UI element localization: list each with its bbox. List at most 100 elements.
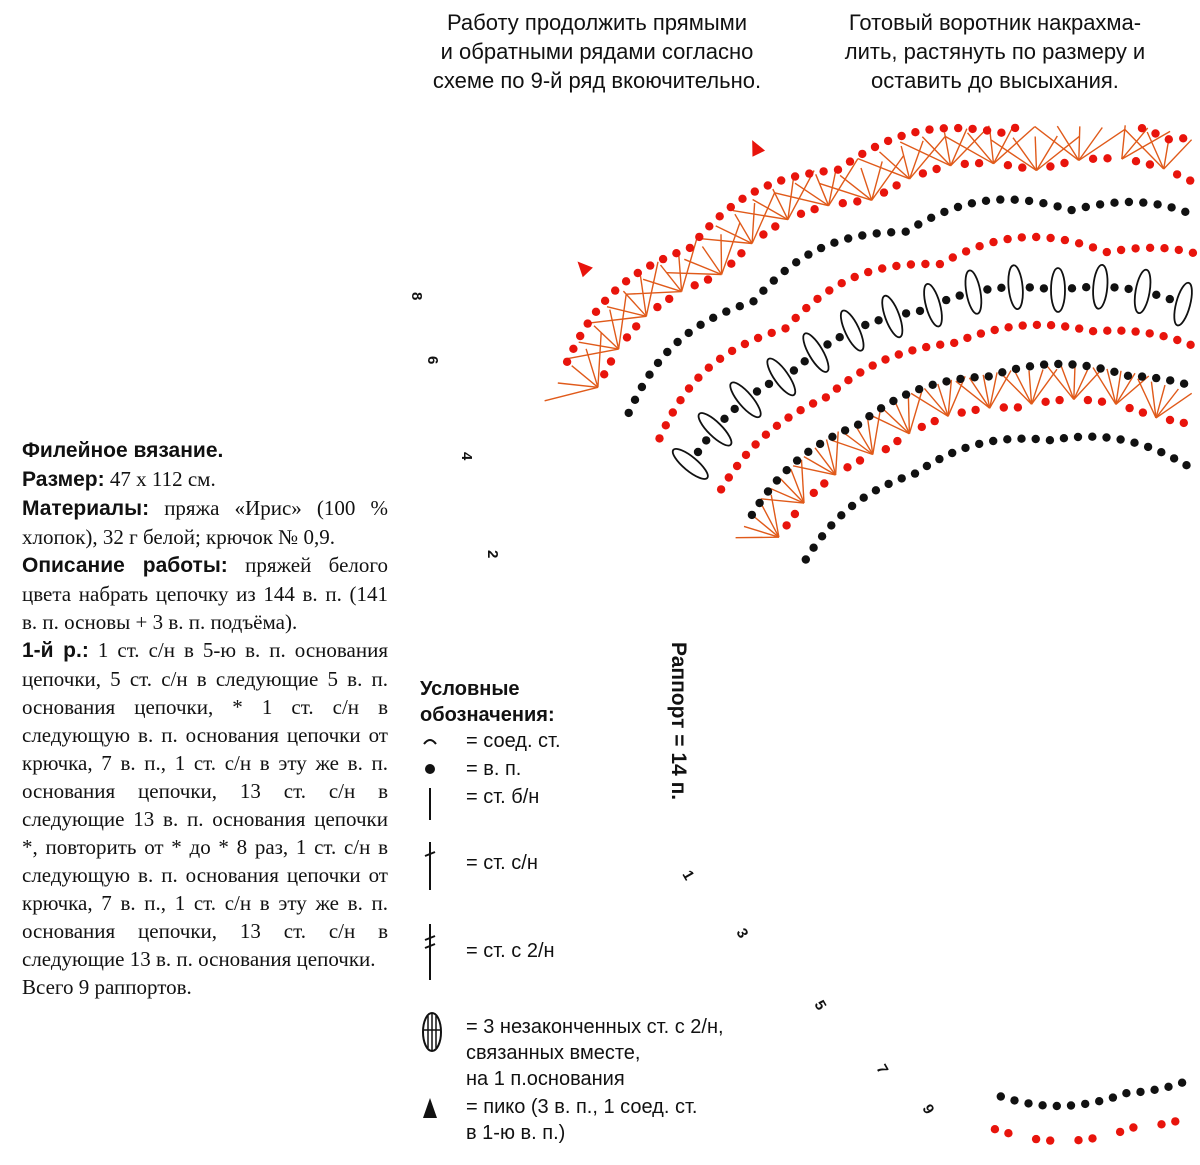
fan-stitch-line — [854, 424, 874, 455]
chain-stitch-dot — [910, 469, 920, 478]
chain-stitch-dot — [971, 405, 980, 415]
chain-stitch-dot — [927, 213, 936, 222]
treble-crochet-icon — [424, 924, 436, 980]
chain-stitch-dot — [791, 313, 800, 323]
chain-stitch-dot — [1131, 327, 1140, 336]
note-line: Готовый воротник накрахма- — [848, 10, 1142, 35]
chain-stitch-dot — [753, 333, 763, 343]
fan-stitch-line — [1012, 137, 1038, 171]
chain-stitch-dot — [1136, 1087, 1145, 1097]
chain-stitch-dot — [1129, 1123, 1138, 1132]
chain-stitch-dot — [975, 439, 984, 449]
chain-stitch-dot — [825, 286, 834, 295]
fan-stitch-line — [803, 455, 836, 476]
fan-stitch-line — [677, 251, 683, 292]
chain-stitch-dot — [759, 230, 768, 239]
chain-dot-icon — [425, 764, 435, 774]
fan-stitch-line — [908, 391, 923, 434]
chain-stitch-dot — [1003, 234, 1012, 244]
rapport-text: Раппорт = 14 п. — [667, 642, 690, 800]
chain-stitch-dot — [752, 387, 762, 396]
chain-stitch-dot — [772, 476, 782, 485]
chain-stitch-dot — [960, 159, 969, 169]
chain-stitch-dot — [1116, 435, 1125, 444]
fan-stitch-line — [639, 276, 647, 317]
materials-value: пряжа «Ирис» (100 % хлопок), 32 г белой;… — [22, 496, 388, 549]
chain-stitch-dot — [1152, 290, 1161, 299]
chain-stitch-dot — [935, 454, 944, 464]
fan-stitch-line — [899, 141, 951, 167]
chain-stitch-dot — [804, 447, 813, 456]
fan-stitch-line — [827, 165, 838, 206]
chain-stitch-dot — [961, 247, 971, 256]
row-number-label: 8 — [408, 292, 425, 300]
chain-stitch-dot — [1013, 403, 1023, 412]
fan-stitch-line — [1150, 381, 1157, 418]
chain-stitch-dot — [784, 413, 793, 422]
fan-stitch-line — [563, 348, 619, 360]
chain-stitch-dot — [833, 165, 843, 174]
chain-stitch-dot — [1124, 284, 1133, 294]
chain-stitch-dot — [865, 412, 874, 421]
cluster-stitch — [671, 447, 709, 480]
chain-stitch-dot — [998, 368, 1007, 377]
chain-stitch-dot — [1088, 243, 1098, 252]
chain-stitch-dot — [1046, 233, 1055, 243]
cluster-stitch — [697, 412, 733, 447]
picot-mark — [577, 261, 593, 278]
chain-stitch-dot — [732, 461, 742, 471]
chain-stitch-dot — [915, 306, 925, 316]
chain-stitch-dot — [850, 272, 859, 282]
chain-stitch-dot — [1088, 1134, 1097, 1143]
chain-stitch-dot — [1066, 1101, 1076, 1110]
chain-stitch-dot — [1010, 123, 1020, 133]
chain-stitch-dot — [1032, 232, 1041, 242]
chain-stitch-dot — [821, 393, 831, 402]
chain-stitch-dot — [1145, 243, 1155, 252]
row-number-label: 6 — [424, 356, 441, 364]
chain-stitch-dot — [715, 212, 724, 221]
chain-stitch-dot — [956, 374, 965, 384]
fan-stitch-line — [908, 140, 924, 180]
fan-stitch-line — [871, 155, 905, 201]
fan-stitch-line — [794, 182, 829, 207]
fan-stitch-line — [787, 170, 815, 220]
cluster-stitch — [802, 332, 830, 373]
chain-stitch-dot — [763, 181, 772, 190]
chain-stitch-dot — [694, 373, 703, 382]
fan-stitch-line — [1078, 127, 1103, 161]
chain-stitch-dot — [922, 461, 932, 471]
chain-stitch-dot — [633, 268, 642, 278]
fan-stitch-line — [1034, 136, 1038, 171]
fan-stitch-line — [937, 383, 949, 417]
chain-stitch-dot — [1054, 359, 1063, 369]
chain-stitch-dot — [1082, 361, 1091, 371]
chain-stitch-dot — [782, 521, 791, 530]
chain-stitch-dot — [673, 337, 682, 347]
chain-stitch-dot — [750, 187, 759, 196]
fan-stitch-line — [1035, 135, 1058, 171]
chain-stitch-dot — [1110, 198, 1119, 207]
chain-stitch-dot — [789, 366, 799, 375]
chain-stitch-dot — [950, 338, 959, 348]
work-description-label: Описание работы: — [22, 554, 228, 577]
fan-stitch-line — [993, 126, 1036, 165]
fan-stitch-line — [1000, 373, 1033, 405]
fan-stitch-line — [955, 380, 991, 409]
chain-stitch-dot — [1137, 124, 1147, 133]
chain-stitch-dot — [702, 436, 711, 445]
fan-stitch-line — [1036, 135, 1080, 172]
legend-item-text: = пико (3 в. п., 1 соед. ст. — [466, 1096, 698, 1118]
fan-stitch-line — [1115, 372, 1136, 405]
chain-stitch-dot — [1139, 198, 1148, 207]
chain-stitch-dot — [1046, 162, 1055, 171]
chain-stitch-dot — [800, 357, 809, 366]
row-number-label: 7 — [873, 1062, 892, 1078]
fan-stitch-line — [772, 188, 789, 220]
chain-stitch-dot — [1160, 244, 1169, 253]
chain-stitch-dot — [983, 285, 992, 294]
fan-stitch-line — [982, 374, 991, 409]
chain-stitch-dot — [792, 456, 802, 465]
chain-stitch-dot — [1032, 320, 1042, 330]
legend-item-text: связанных вместе, — [466, 1042, 641, 1064]
